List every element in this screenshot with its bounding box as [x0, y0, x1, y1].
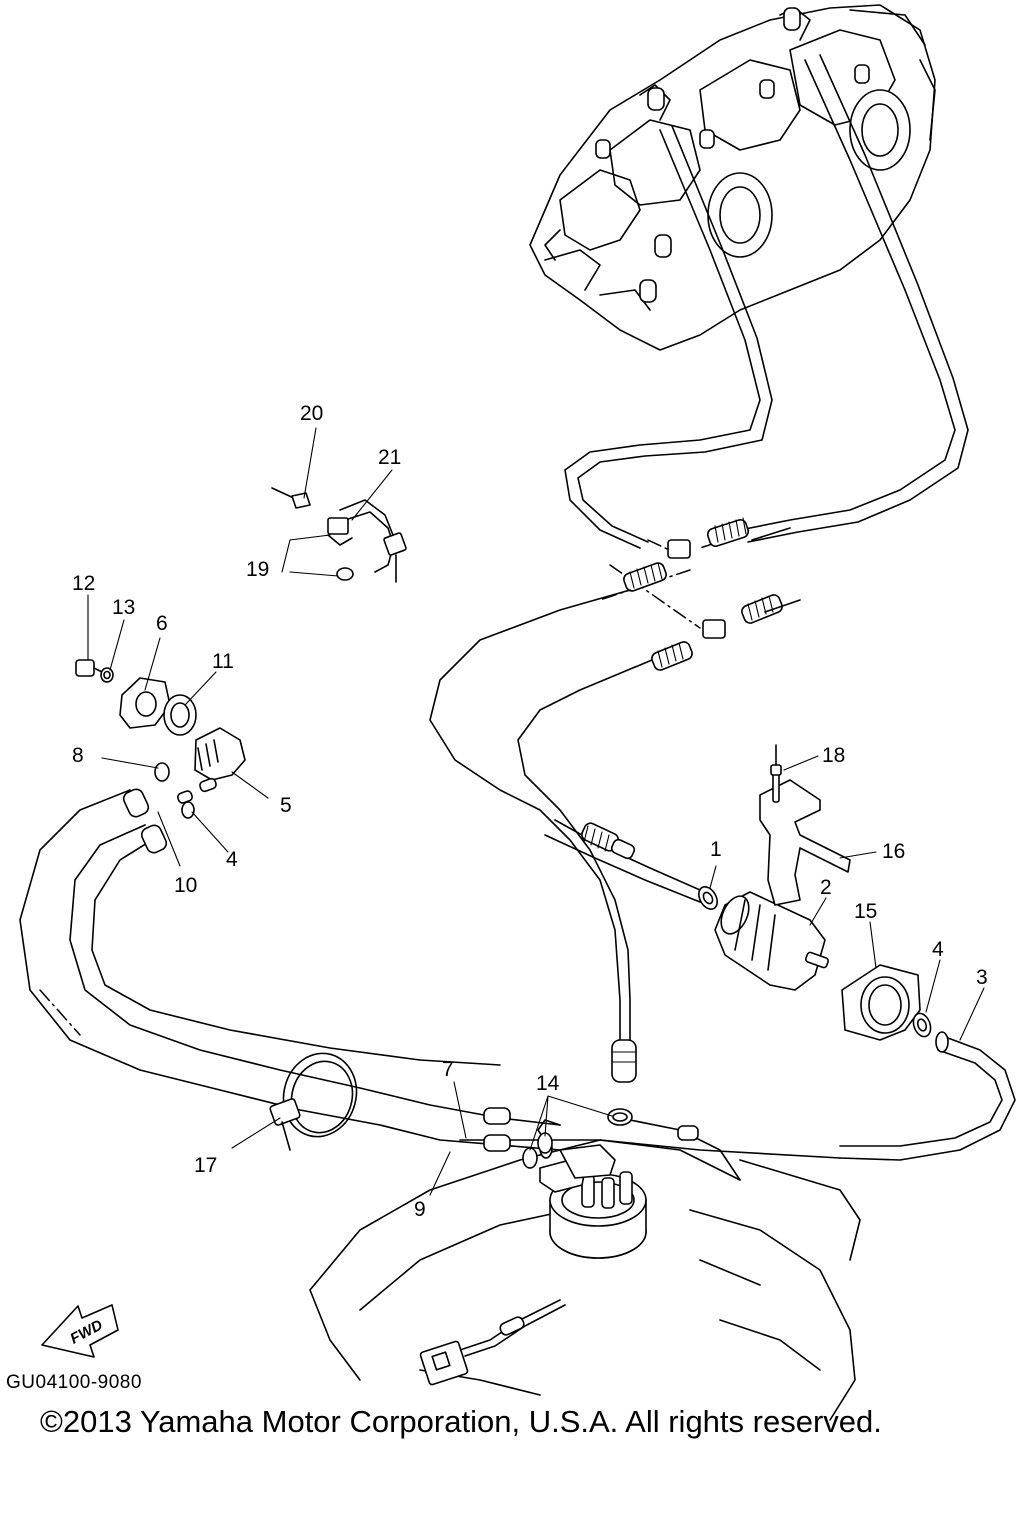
return-hose-s-curve [429, 527, 801, 1041]
filter-bracket [759, 744, 851, 906]
filter-holder [841, 964, 921, 1041]
callout-9: 9 [414, 1198, 426, 1221]
callout-8: 8 [72, 744, 84, 767]
callout-5: 5 [280, 794, 292, 817]
hose-joint-fittings [623, 517, 783, 671]
callout-4a: 4 [932, 938, 944, 961]
callout-12: 12 [72, 572, 95, 595]
diagram-code: GU04100-9080 [6, 1372, 142, 1393]
callout-1: 1 [710, 838, 722, 861]
callout-11: 11 [212, 650, 234, 673]
callout-numbers: 1 2 3 4 4 5 6 7 8 9 10 11 12 13 14 15 16… [72, 402, 988, 1221]
hose-spring-upper [623, 517, 750, 592]
callout-3: 3 [976, 966, 988, 989]
fuel-hoses-loop [19, 788, 841, 1159]
fuel-pump-unit [537, 1119, 647, 1259]
pump-feed-hose [611, 1039, 637, 1083]
callout-20: 20 [300, 402, 323, 425]
hose-clamp-4-right [912, 1012, 932, 1038]
hose-clamp-1 [698, 886, 718, 910]
fuel-tank [309, 1119, 861, 1421]
callout-18: 18 [822, 744, 845, 767]
callout-4b: 4 [226, 848, 238, 871]
hose-3 [839, 1031, 1016, 1161]
callout-13: 13 [112, 596, 135, 619]
callout-17: 17 [194, 1154, 217, 1177]
hose-spring-lower [651, 594, 783, 671]
callout-14: 14 [536, 1072, 560, 1095]
hose-clamp-14 [522, 1108, 633, 1169]
fuel-filter [714, 891, 830, 991]
filter-feed-hose [544, 819, 701, 903]
wire-harness-connector [419, 1299, 566, 1386]
callout-7: 7 [442, 1058, 454, 1081]
copyright-notice: ©2013 Yamaha Motor Corporation, U.S.A. A… [40, 1404, 882, 1439]
throttle-body-assembly [529, 4, 936, 351]
callout-15: 15 [854, 900, 877, 923]
callout-21: 21 [378, 446, 401, 469]
forward-direction-arrow: FWD [41, 1304, 119, 1358]
hose-clamp-assembly-top [271, 487, 407, 583]
callout-10: 10 [174, 874, 197, 897]
callout-2: 2 [820, 876, 832, 899]
callout-16: 16 [882, 840, 905, 863]
tie-band [269, 1052, 358, 1151]
callout-6: 6 [156, 612, 168, 635]
fuel-cock-assembly [75, 659, 246, 819]
callout-19: 19 [246, 558, 269, 581]
leader-lines [87, 427, 985, 1196]
